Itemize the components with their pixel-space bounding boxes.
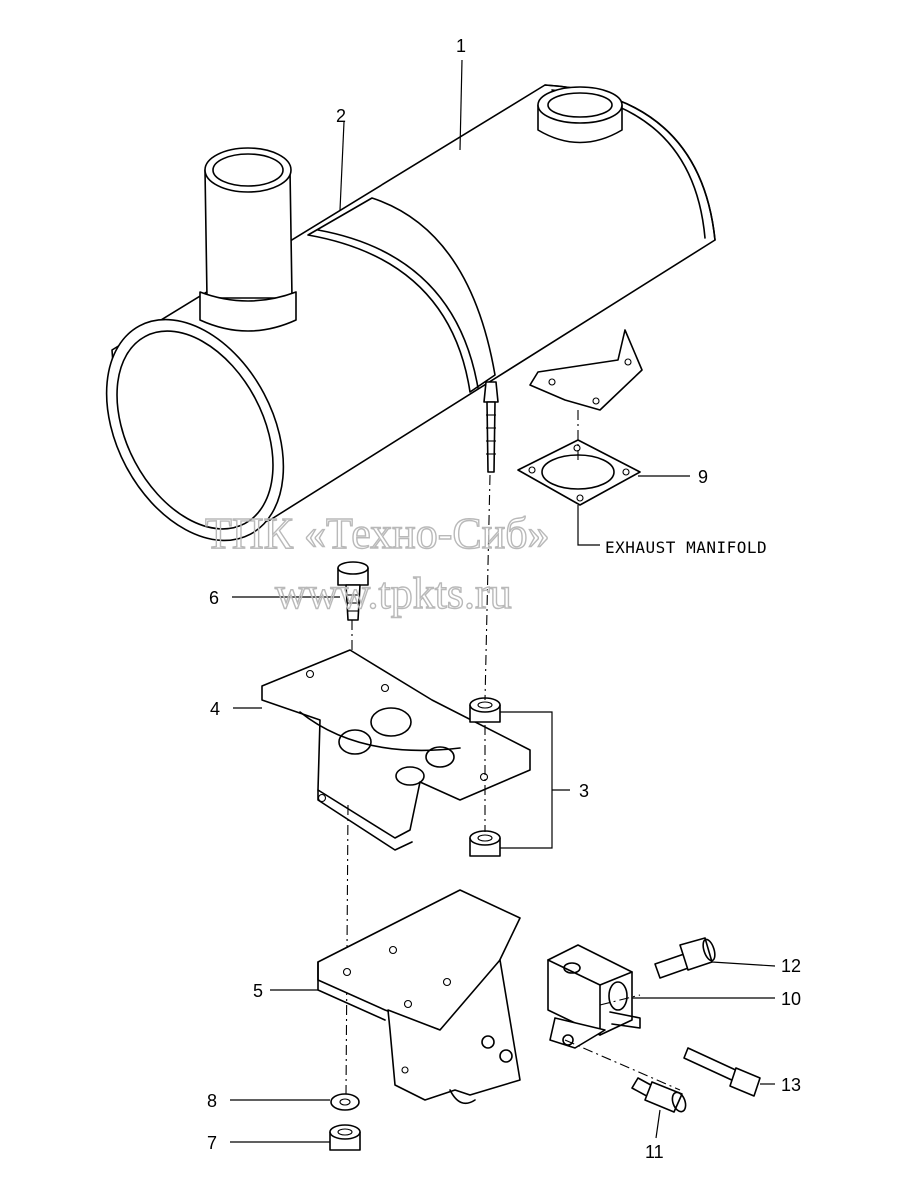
mount-10 bbox=[547, 944, 641, 1049]
callout-5: 5 bbox=[253, 981, 263, 1001]
callout-3: 3 bbox=[579, 781, 589, 801]
bolt-12 bbox=[654, 937, 716, 979]
bracket-upper bbox=[261, 649, 531, 851]
watermark-url: www.tpkts.ru bbox=[275, 569, 512, 618]
callout-9: 9 bbox=[698, 467, 708, 487]
callout-2: 2 bbox=[336, 106, 346, 126]
muffler bbox=[105, 84, 716, 542]
bolt-11 bbox=[631, 1077, 687, 1113]
bracket-lower bbox=[317, 889, 521, 1105]
callout-13: 13 bbox=[781, 1075, 801, 1095]
gasket bbox=[517, 439, 641, 506]
callout-4: 4 bbox=[210, 699, 220, 719]
callout-10: 10 bbox=[781, 989, 801, 1009]
callout-7: 7 bbox=[207, 1133, 217, 1153]
exhaust-manifold-label: EXHAUST MANIFOLD bbox=[605, 538, 767, 557]
bolt-13 bbox=[683, 1047, 761, 1097]
leader-lines bbox=[230, 59, 776, 1143]
callout-11: 11 bbox=[645, 1142, 664, 1162]
washer-8 bbox=[330, 1093, 360, 1111]
watermark-company: ТПК «Техно-Сиб» bbox=[205, 509, 550, 558]
callout-12: 12 bbox=[781, 956, 801, 976]
nuts-3 bbox=[469, 697, 501, 857]
band-clamp bbox=[307, 197, 496, 393]
bolt-6 bbox=[337, 561, 369, 621]
nut-7 bbox=[329, 1124, 361, 1151]
callout-6: 6 bbox=[209, 588, 219, 608]
callout-8: 8 bbox=[207, 1091, 217, 1111]
callout-1: 1 bbox=[456, 36, 466, 56]
